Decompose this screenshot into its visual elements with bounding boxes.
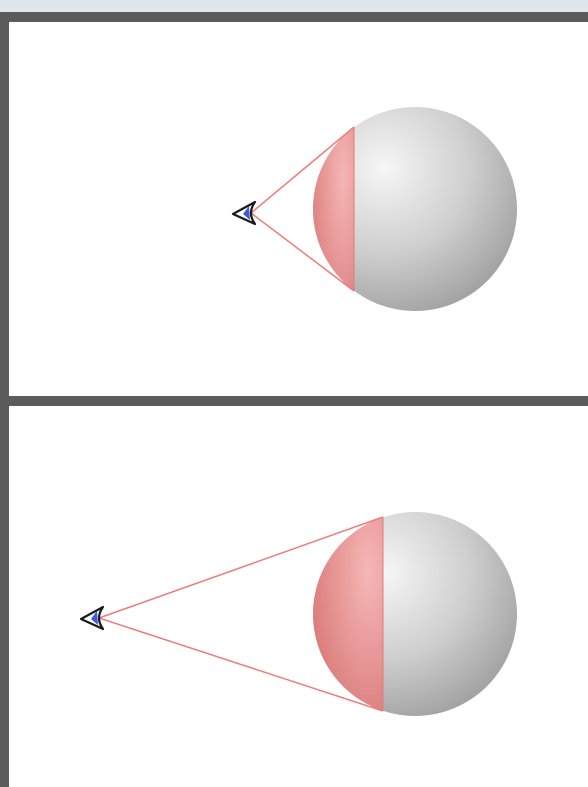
window-frame <box>0 12 588 787</box>
sight-line-upper <box>98 516 384 619</box>
eye-icon <box>79 605 105 631</box>
sight-line-lower <box>250 212 355 292</box>
sight-line-upper <box>250 126 355 214</box>
eye-icon <box>231 200 257 226</box>
sphere <box>313 107 517 311</box>
far-view-diagram <box>79 512 517 716</box>
sight-line-lower <box>98 617 384 712</box>
scene-panel-near <box>9 22 588 396</box>
scene-panel-far <box>9 406 588 787</box>
visible-cap <box>313 107 354 311</box>
near-view-diagram <box>231 107 517 311</box>
